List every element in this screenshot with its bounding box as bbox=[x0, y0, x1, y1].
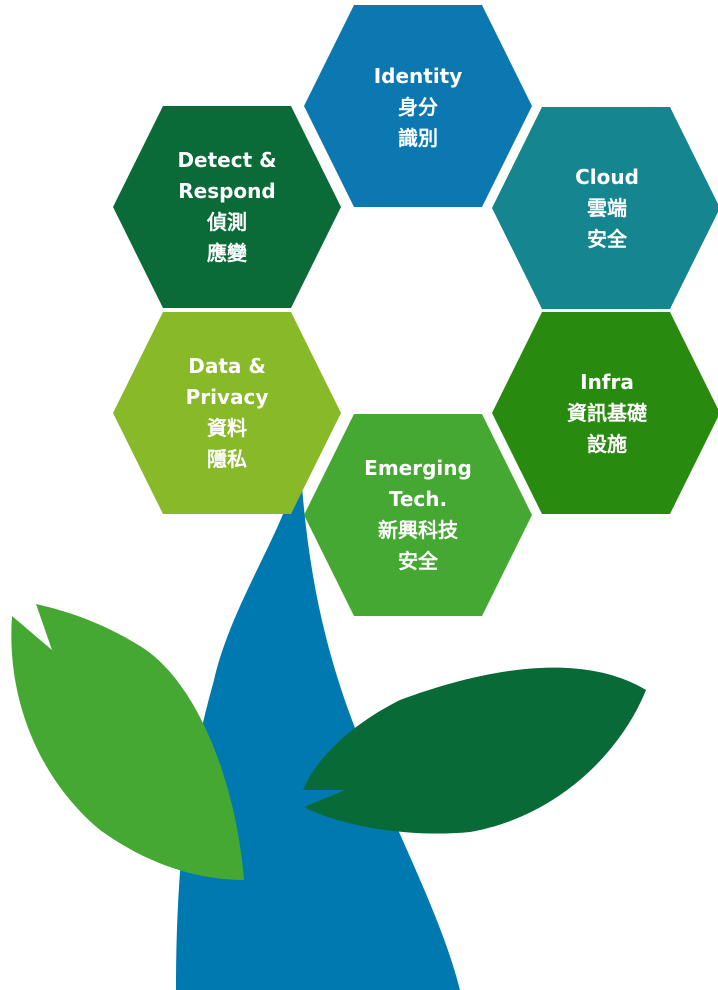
hex-label-line: Tech. bbox=[388, 487, 448, 511]
hexagon-cloud bbox=[492, 107, 718, 309]
hex-label-data-privacy: Data & Privacy 資料 隱私 bbox=[140, 346, 314, 480]
hexagon-emerging-tech bbox=[304, 414, 532, 616]
hex-label-line: Emerging bbox=[364, 456, 472, 480]
hex-label-line: Respond bbox=[178, 179, 276, 203]
hex-label-line: 身分 bbox=[398, 94, 438, 119]
hexagon-infra bbox=[492, 312, 718, 514]
hexagon-data-privacy bbox=[113, 312, 341, 514]
hex-label-line: 資訊基礎 bbox=[567, 400, 647, 425]
hex-label-line: Infra bbox=[580, 369, 634, 394]
hex-label-line: 資料 bbox=[207, 416, 247, 440]
hex-label-emerging-tech: Emerging Tech. 新興科技 安全 bbox=[331, 448, 505, 582]
hex-label-line: Identity bbox=[373, 63, 463, 88]
hex-label-line: 隱私 bbox=[207, 447, 247, 471]
hex-label-line: 安全 bbox=[398, 549, 438, 573]
plant-stem bbox=[176, 458, 460, 990]
hex-label-cloud: Cloud 雲端 安全 bbox=[520, 141, 694, 275]
hex-label-line: 雲端 bbox=[587, 195, 627, 220]
hex-label-line: 偵測 bbox=[207, 210, 247, 234]
hexagon-detect-respond bbox=[113, 106, 341, 308]
left-leaf bbox=[11, 604, 245, 880]
hex-label-line: 安全 bbox=[587, 226, 627, 251]
hex-label-line: 新興科技 bbox=[378, 518, 458, 542]
right-leaf bbox=[303, 667, 646, 834]
hex-label-identity: Identity 身分 識別 bbox=[331, 40, 505, 174]
hex-label-line: Detect & bbox=[177, 148, 277, 172]
hex-label-line: 設施 bbox=[587, 431, 627, 456]
hex-label-detect-respond: Detect & Respond 偵測 應變 bbox=[140, 140, 314, 274]
hex-label-line: Data & bbox=[188, 354, 266, 378]
hexagon-identity bbox=[304, 5, 532, 207]
hex-label-infra: Infra 資訊基礎 設施 bbox=[520, 346, 694, 480]
hex-label-line: 應變 bbox=[207, 241, 247, 265]
hex-label-line: Cloud bbox=[575, 164, 639, 189]
hex-label-line: Privacy bbox=[185, 385, 269, 409]
hex-label-line: 識別 bbox=[398, 125, 438, 150]
